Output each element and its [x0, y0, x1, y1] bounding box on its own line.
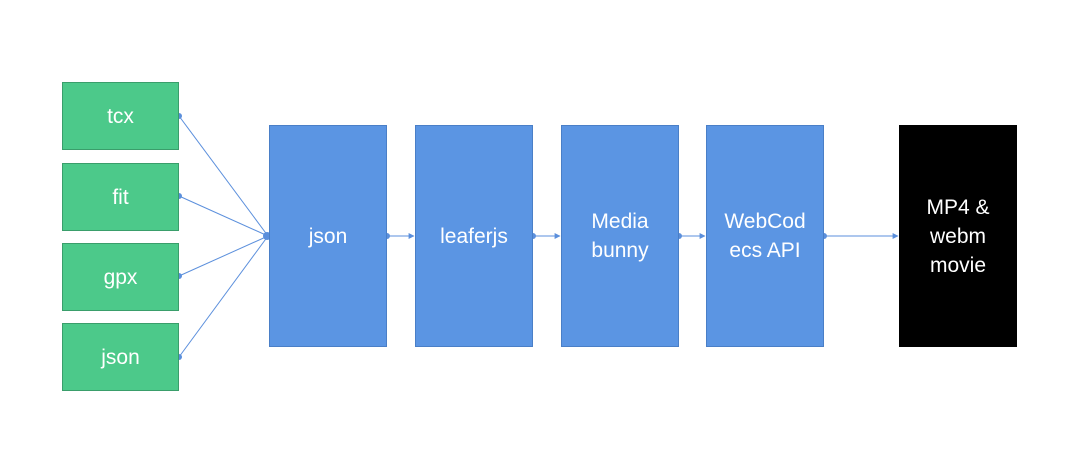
stage-label: WebCod ecs API [724, 210, 806, 262]
source-label: gpx [103, 265, 138, 289]
source-box-gpx: gpx [62, 243, 179, 311]
source-box-json: json [62, 323, 179, 391]
stage-box-json: json [269, 125, 387, 347]
stage-box-leaferjs: leaferjs [415, 125, 533, 347]
stage-label: json [308, 224, 348, 248]
source-label: json [101, 345, 140, 369]
connector-gpx-to-json [178, 235, 269, 277]
connector-json-src-to-json [178, 235, 269, 358]
source-box-tcx: tcx [62, 82, 179, 150]
stage-label: Media bunny [591, 210, 649, 262]
source-label: tcx [107, 104, 134, 128]
source-box-fit: fit [62, 163, 179, 231]
connector-tcx-to-json [178, 115, 269, 237]
stage-box-webcodecs: WebCod ecs API [706, 125, 824, 347]
connector-fit-to-json [178, 195, 269, 237]
stage-label: leaferjs [440, 224, 508, 248]
output-box-movie: MP4 & webm movie [899, 125, 1017, 347]
stage-box-mediabunny: Media bunny [561, 125, 679, 347]
source-label: fit [112, 185, 129, 209]
output-label: MP4 & webm movie [926, 195, 990, 277]
